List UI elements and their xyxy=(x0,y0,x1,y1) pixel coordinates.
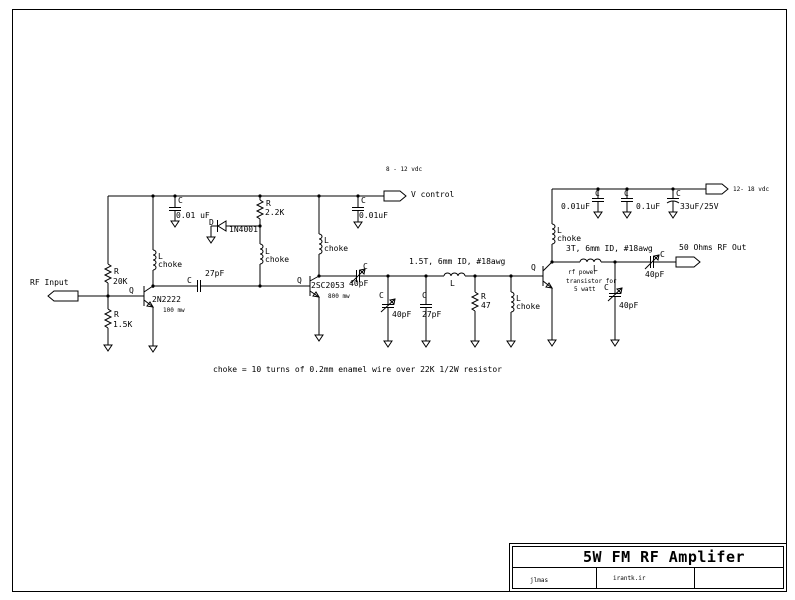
svg-text:C: C xyxy=(595,189,600,198)
author-label: jlmas xyxy=(530,577,548,584)
svg-text:L: L xyxy=(557,226,562,235)
svg-text:C: C xyxy=(660,250,665,259)
stage3-series-trimmer: C 40pF xyxy=(644,250,676,279)
svg-text:5 watt: 5 watt xyxy=(574,286,596,293)
svg-text:C: C xyxy=(187,276,192,285)
svg-text:L: L xyxy=(324,236,329,245)
rf-input-label: RF Input xyxy=(30,278,69,287)
svg-text:L: L xyxy=(516,294,521,303)
stage3-cap-0-1uf: C 0.1uF xyxy=(621,189,660,219)
svg-text:2SC2053: 2SC2053 xyxy=(311,281,345,290)
svg-text:47: 47 xyxy=(481,301,491,310)
stage2-base-choke: L choke xyxy=(259,243,289,286)
driver-supply-label: 8 - 12 vdc xyxy=(386,166,423,173)
svg-text:D: D xyxy=(209,218,214,227)
svg-text:20K: 20K xyxy=(113,277,128,286)
svg-text:40pF: 40pF xyxy=(619,301,638,310)
stage2-decouple-capacitor: C 0.01uF xyxy=(352,196,388,229)
svg-text:0.01uF: 0.01uF xyxy=(359,211,388,220)
stage1-decouple-capacitor: C 0.01 uF xyxy=(169,196,210,228)
svg-text:transistor for: transistor for xyxy=(566,278,617,285)
v-control-label: V control xyxy=(411,190,455,199)
svg-text:33uF/25V: 33uF/25V xyxy=(680,202,719,211)
svg-text:C: C xyxy=(422,291,427,300)
rf-output-port: 50 Ohms RF Out xyxy=(675,243,747,268)
stage1-coupling-capacitor: C 27pF xyxy=(151,269,306,292)
stage2-coil-note: 1.5T, 6mm ID, #18awg xyxy=(409,257,506,266)
stage2-series-trimmer: C 40pF xyxy=(319,262,388,288)
svg-text:40pF: 40pF xyxy=(392,310,411,319)
stage3-collector-choke: L choke xyxy=(551,189,581,262)
stage3-cap-0-01uf: C 0.01uF xyxy=(561,189,604,219)
svg-text:1.5K: 1.5K xyxy=(113,320,132,329)
diagram-title: 5W FM RF Amplifer xyxy=(583,548,745,566)
svg-text:27pF: 27pF xyxy=(205,269,224,278)
transistor-rf-power: Q rf power transistor for 5 watt xyxy=(531,260,617,347)
svg-text:R: R xyxy=(114,310,119,319)
svg-text:40pF: 40pF xyxy=(645,270,664,279)
diode-1n4001: D 1N4001 xyxy=(206,218,262,244)
svg-text:C: C xyxy=(624,189,629,198)
svg-text:R: R xyxy=(114,267,119,276)
stage3-base-choke: L choke xyxy=(506,276,540,348)
rf-input-port: RF Input xyxy=(30,278,132,302)
svg-text:R: R xyxy=(266,199,271,208)
svg-text:choke: choke xyxy=(324,244,348,253)
svg-text:choke: choke xyxy=(516,302,540,311)
svg-text:0.1uF: 0.1uF xyxy=(636,202,660,211)
svg-text:C: C xyxy=(363,262,368,271)
svg-text:C: C xyxy=(676,189,681,198)
v-control-port: V control 8 - 12 vdc xyxy=(383,166,455,202)
stage2-collector-choke: L choke xyxy=(318,196,348,276)
transistor-2sc2053: Q 2SC2053 800 mw xyxy=(297,274,350,342)
svg-text:C: C xyxy=(604,283,609,292)
pa-supply-label: 12- 18 vdc xyxy=(733,186,770,193)
svg-text:C: C xyxy=(361,196,366,205)
transistor-2n2222: Q 2N2222 100 mw xyxy=(129,285,185,353)
svg-text:Q: Q xyxy=(129,286,134,295)
source-label: irantk.ir xyxy=(613,575,646,582)
stage2-load-resistor: R 47 xyxy=(470,276,491,348)
pa-supply-port: 12- 18 vdc xyxy=(705,183,770,195)
svg-text:L: L xyxy=(593,264,598,273)
svg-text:2.2K: 2.2K xyxy=(265,208,284,217)
svg-text:C: C xyxy=(379,291,384,300)
sheet-border xyxy=(12,9,787,592)
svg-text:Q: Q xyxy=(531,263,536,272)
bias-resistor-20k: R 20K xyxy=(103,196,128,296)
rf-output-label: 50 Ohms RF Out xyxy=(679,243,747,252)
pa-transistor-note: rf power xyxy=(568,269,597,276)
svg-text:R: R xyxy=(481,292,486,301)
stage2-shunt-trimmer: C 40pF xyxy=(379,276,411,348)
choke-note: choke = 10 turns of 0.2mm enamel wire ov… xyxy=(213,365,502,374)
bias-resistor-1k5: R 1.5K xyxy=(103,296,132,352)
stage2-shunt-capacitor: C 27pF xyxy=(420,276,441,348)
svg-text:27pF: 27pF xyxy=(422,310,441,319)
stage2-coil: 1.5T, 6mm ID, #18awg L xyxy=(409,257,543,288)
svg-text:choke: choke xyxy=(557,234,581,243)
svg-text:L: L xyxy=(265,247,270,256)
stage3-cap-33uf: C 33uF/25V xyxy=(666,189,719,219)
feed-resistor-2k2: R 2.2K xyxy=(255,196,284,244)
svg-text:1N4001: 1N4001 xyxy=(229,225,258,234)
svg-text:Q: Q xyxy=(297,276,302,285)
svg-text:40pF: 40pF xyxy=(349,279,368,288)
svg-text:C: C xyxy=(178,196,183,205)
svg-text:100 mw: 100 mw xyxy=(163,307,185,314)
stage1-collector-choke: L choke xyxy=(152,196,182,288)
svg-text:choke: choke xyxy=(265,255,289,264)
stage3-shunt-trimmer: C 40pF xyxy=(604,262,638,347)
svg-text:L: L xyxy=(158,252,163,261)
svg-text:800 mw: 800 mw xyxy=(328,293,350,300)
svg-text:0.01uF: 0.01uF xyxy=(561,202,590,211)
stage3-coil-note: 3T, 6mm ID, #18awg xyxy=(566,244,653,253)
svg-text:2N2222: 2N2222 xyxy=(152,295,181,304)
svg-text:choke: choke xyxy=(158,260,182,269)
title-block: 5W FM RF Amplifer jlmas irantk.ir xyxy=(509,543,787,592)
stage3-coil: 3T, 6mm ID, #18awg L xyxy=(566,244,653,273)
svg-text:0.01 uF: 0.01 uF xyxy=(176,211,210,220)
svg-text:L: L xyxy=(450,279,455,288)
